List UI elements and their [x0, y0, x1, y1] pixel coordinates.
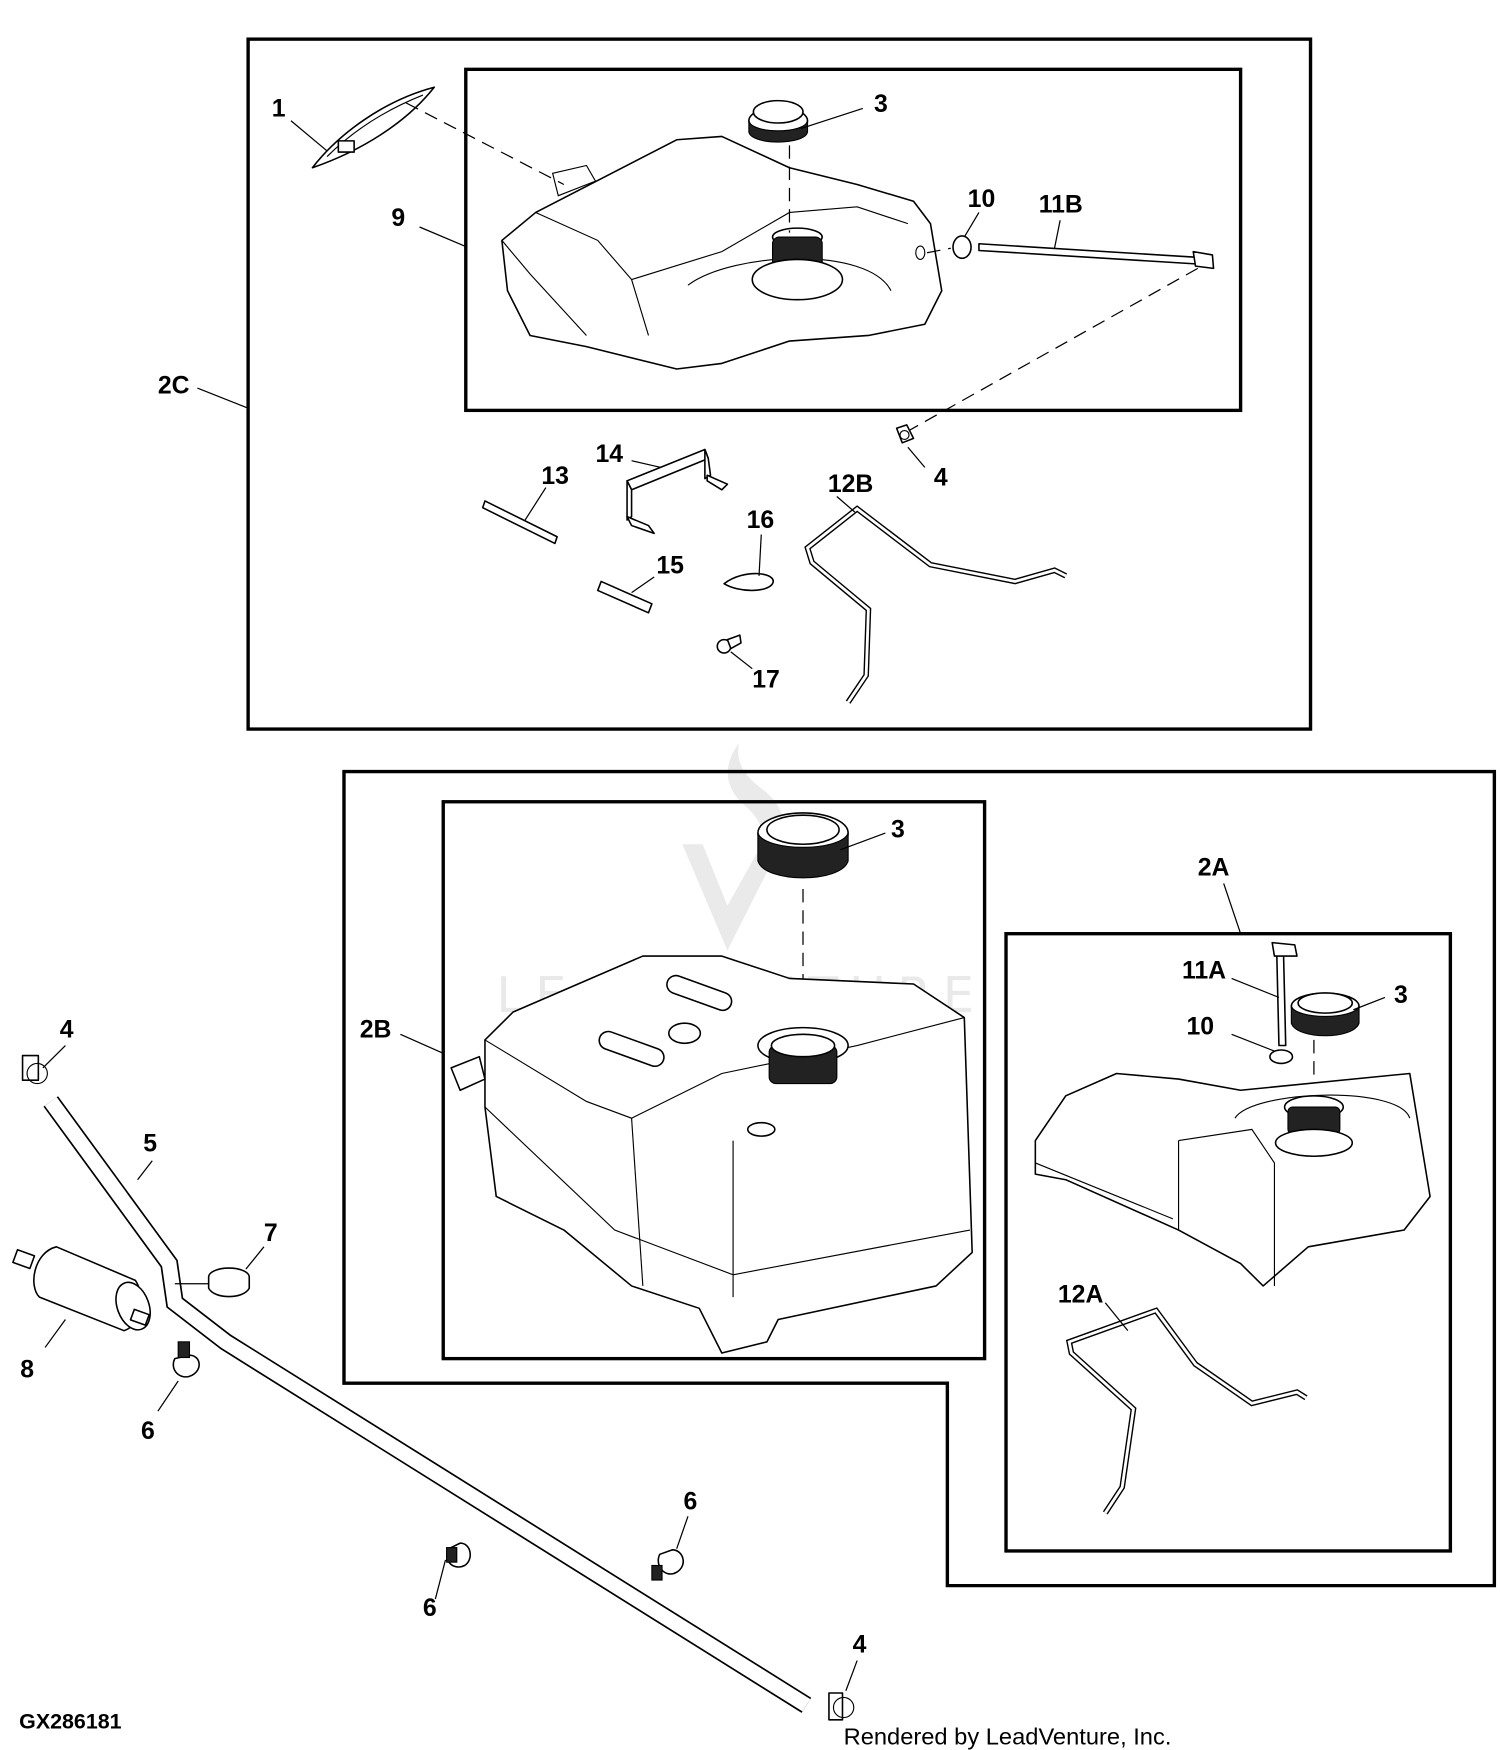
callout-6-mid: 6 [423, 1595, 437, 1622]
dashed-guide-1 [405, 102, 565, 186]
callout-10-2a: 10 [1186, 1013, 1214, 1040]
callout-4-left: 4 [60, 1017, 74, 1044]
callout-10-top: 10 [968, 186, 996, 213]
callout-3-2a: 3 [1394, 982, 1408, 1009]
part-15-fitting[interactable] [596, 580, 653, 614]
part-4-clamp-top[interactable] [895, 424, 915, 444]
part-9-fuel-tank[interactable] [501, 135, 943, 370]
assembly-2b-fuel-tank[interactable] [450, 955, 973, 1354]
part-4-clamp-bottom[interactable] [828, 1692, 855, 1721]
callout-9: 9 [391, 205, 405, 232]
callout-8: 8 [20, 1357, 34, 1384]
callout-13: 13 [541, 463, 569, 490]
part-3-fuel-cap-2b[interactable] [757, 812, 849, 879]
leader-lines [42, 107, 1386, 1691]
part-6-clamp-left[interactable] [172, 1341, 200, 1378]
figure-id: GX286181 [19, 1710, 122, 1734]
watermark-logo-icon [682, 743, 784, 951]
assembly-2c-frame [246, 37, 1313, 731]
assembly-2b-frame [441, 800, 987, 1361]
callout-15: 15 [656, 553, 684, 580]
part-5-fuel-hose-inner [44, 1097, 811, 1712]
part-10-grommet-2a[interactable] [1269, 1049, 1294, 1065]
callout-11a: 11A [1182, 958, 1226, 985]
callout-11b: 11B [1039, 192, 1083, 219]
part-3-fuel-cap-top[interactable] [748, 99, 809, 143]
callout-16: 16 [747, 507, 775, 534]
lower-assembly-frame [342, 769, 1497, 1588]
assembly-2a-frame [1004, 932, 1453, 1553]
callout-5: 5 [143, 1131, 157, 1158]
callout-17: 17 [752, 667, 780, 694]
callout-3-top: 3 [874, 91, 888, 118]
callout-4-top: 4 [934, 464, 948, 491]
callout-12b: 12B [828, 471, 873, 498]
part-1-decal[interactable] [311, 86, 435, 169]
part-12b-fuel-line-inner [805, 507, 1067, 704]
part-11a-vent-tube[interactable] [1271, 941, 1298, 1047]
assembly-2a-fuel-tank[interactable] [1034, 1072, 1431, 1287]
part-13-pin[interactable] [481, 500, 558, 545]
callout-3-2b: 3 [891, 817, 905, 844]
callout-labels: 1 9 3 10 11B 2C 14 13 4 12B 16 15 17 3 2… [20, 91, 1407, 1659]
part-8-fuel-filter[interactable] [12, 1246, 157, 1335]
part-16-clip[interactable] [723, 572, 774, 592]
part-17-screw[interactable] [716, 634, 742, 654]
callout-6-left: 6 [141, 1418, 155, 1445]
callout-4-bottom: 4 [853, 1632, 867, 1659]
callout-2c: 2C [158, 373, 190, 400]
dashed-guide-10-top [926, 247, 951, 254]
callout-1: 1 [272, 95, 286, 122]
part-6-clamp-right[interactable] [651, 1549, 684, 1581]
part-11b-vent-tube[interactable] [978, 242, 1215, 270]
part-12b-fuel-line[interactable] [804, 505, 1068, 704]
callout-7: 7 [264, 1220, 278, 1247]
dashed-guide-11b [908, 267, 1199, 432]
callout-12a: 12A [1058, 1282, 1104, 1309]
callout-2a: 2A [1198, 855, 1230, 882]
callout-6-right: 6 [683, 1489, 697, 1516]
part-7-clamp-ring[interactable] [207, 1267, 251, 1298]
part-3-fuel-cap-2a[interactable] [1290, 992, 1360, 1037]
part-10-grommet-top[interactable] [952, 235, 972, 260]
callout-2b: 2B [360, 1017, 392, 1044]
part-12a-fuel-line-inner [1067, 1308, 1307, 1514]
part-4-clamp-left[interactable] [21, 1054, 48, 1085]
part-12a-fuel-line[interactable] [1065, 1307, 1308, 1515]
credit-text: Rendered by LeadVenture, Inc. [844, 1723, 1172, 1749]
part-14-bracket[interactable] [626, 448, 729, 535]
part-6-clamp-mid[interactable] [446, 1542, 471, 1568]
callout-14: 14 [595, 441, 623, 468]
tank-9-frame [464, 67, 1243, 413]
